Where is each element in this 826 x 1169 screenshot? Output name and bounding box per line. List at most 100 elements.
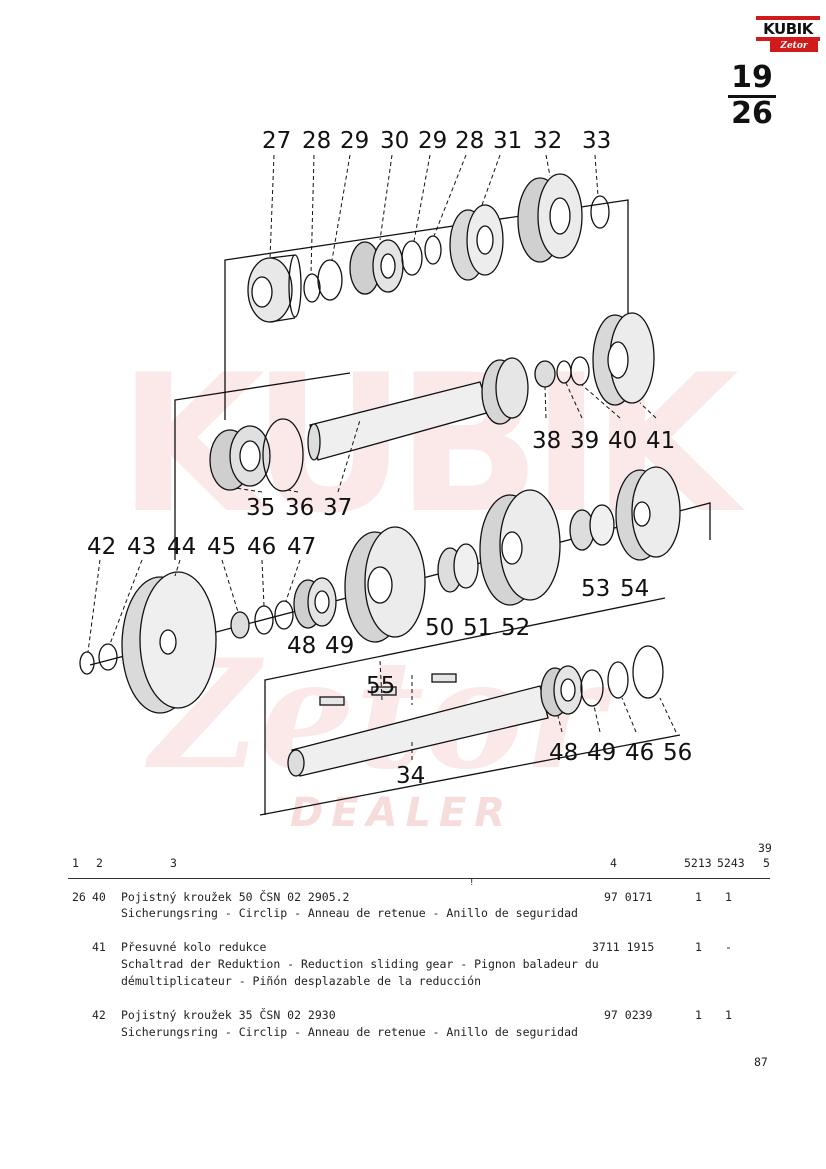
- part-44-gear: [121, 571, 217, 714]
- part-28a: [303, 273, 321, 303]
- row-part-number: 3711 1915: [592, 940, 655, 954]
- row-part-number: 97 0171: [604, 890, 653, 904]
- row-qty-5213: 1: [695, 890, 702, 904]
- logo-brand-text: Zetor: [780, 41, 808, 51]
- part-55-key-c: [431, 673, 457, 683]
- header-col-5243: 5243: [717, 856, 745, 870]
- row-qty-5213: 1: [695, 940, 702, 954]
- part-51-bushing: [437, 543, 479, 593]
- page-number: 87: [754, 1055, 768, 1069]
- callout-51: 51: [463, 615, 492, 641]
- part-55-key-b: [371, 686, 397, 696]
- callout-35: 35: [246, 495, 275, 521]
- header-col-4: 4: [610, 856, 617, 870]
- callout-52: 52: [501, 615, 530, 641]
- part-43: [98, 643, 118, 671]
- callout-31: 31: [493, 128, 522, 154]
- row-desc-cz: Přesuvné kolo redukce: [121, 940, 267, 954]
- part-54-gear: [615, 466, 681, 561]
- frame-upper: [224, 199, 629, 420]
- callout-33: 33: [582, 128, 611, 154]
- callout-53: 53: [581, 576, 610, 602]
- frame-shafts: [174, 372, 351, 560]
- logo-brand: Zetor: [770, 41, 818, 52]
- callout-49b: 49: [587, 740, 616, 766]
- callout-54: 54: [620, 576, 649, 602]
- part-42: [79, 651, 95, 675]
- callout-42: 42: [87, 534, 116, 560]
- header-col-39: 39: [758, 841, 772, 855]
- row-desc-cz: Pojistný kroužek 35 ČSN 02 2930: [121, 1008, 336, 1022]
- part-45: [230, 611, 250, 639]
- part-46a: [254, 605, 274, 635]
- callout-44: 44: [167, 534, 196, 560]
- callout-48: 48: [287, 633, 316, 659]
- header-col-5: 5: [763, 856, 770, 870]
- part-49b: [580, 669, 604, 707]
- logo-mid-bar: [756, 37, 820, 41]
- callout-32: 32: [533, 128, 562, 154]
- callout-50: 50: [425, 615, 454, 641]
- part-35-bearing: [209, 425, 271, 491]
- callout-45: 45: [207, 534, 236, 560]
- part-36-ring: [262, 418, 304, 492]
- header-col-2: 2: [96, 856, 103, 870]
- part-40: [570, 356, 590, 386]
- callout-40: 40: [608, 428, 637, 454]
- callout-30: 30: [380, 128, 409, 154]
- row-col2: 40: [92, 890, 106, 904]
- callout-29b: 29: [418, 128, 447, 154]
- callout-46: 46: [247, 534, 276, 560]
- callout-37: 37: [323, 495, 352, 521]
- callout-43: 43: [127, 534, 156, 560]
- leader-lines: [87, 154, 677, 760]
- row-qty-5243: -: [725, 940, 732, 954]
- row-part-number: 97 0239: [604, 1008, 653, 1022]
- page-code-bottom: 26: [731, 96, 773, 131]
- logo-name: KUBIK: [763, 20, 813, 38]
- callout-56: 56: [663, 740, 692, 766]
- callout-28: 28: [302, 128, 331, 154]
- row-col2: 41: [92, 940, 106, 954]
- page-code: 19 26: [728, 62, 776, 130]
- logo-top-bar: [756, 16, 820, 20]
- page-code-divider: [728, 95, 776, 98]
- callout-34: 34: [396, 763, 425, 789]
- part-50-gear: [344, 526, 426, 643]
- row-desc-multi: Sicherungsring - Circlip - Anneau de ret…: [121, 1025, 578, 1039]
- header-col-5213: 5213: [684, 856, 712, 870]
- row-qty-5243: 1: [725, 1008, 732, 1022]
- part-29b: [401, 240, 423, 276]
- part-39: [556, 360, 572, 384]
- part-33: [590, 195, 610, 229]
- part-41-gear: [592, 312, 655, 406]
- part-29a: [317, 259, 343, 301]
- part-32: [517, 173, 583, 263]
- callout-48b: 48: [549, 740, 578, 766]
- part-31: [449, 204, 504, 281]
- row-qty-5243: 1: [725, 890, 732, 904]
- callout-39: 39: [570, 428, 599, 454]
- part-37-shaft: [307, 357, 529, 461]
- part-27: [247, 254, 302, 323]
- part-34-shaft: [287, 685, 549, 777]
- part-47: [274, 600, 294, 630]
- callout-41: 41: [646, 428, 675, 454]
- callout-49: 49: [325, 633, 354, 659]
- callout-27: 27: [262, 128, 291, 154]
- callout-38: 38: [532, 428, 561, 454]
- stray-mark: !: [469, 878, 475, 888]
- page-code-top: 19: [731, 60, 773, 95]
- callout-46b: 46: [625, 740, 654, 766]
- row-desc-multi: Schaltrad der Reduktion - Reduction slid…: [121, 957, 599, 971]
- row-desc-multi-cont: démultiplicateur - Piñón desplazable de …: [121, 974, 482, 988]
- kubik-zetor-logo: KUBIK Zetor: [756, 16, 820, 58]
- callout-29: 29: [340, 128, 369, 154]
- part-52-gear: [479, 489, 561, 606]
- header-col-1: 1: [72, 856, 79, 870]
- callout-55: 55: [366, 673, 395, 699]
- header-rule: [68, 878, 770, 879]
- part-30: [349, 239, 404, 295]
- row-desc-cz: Pojistný kroužek 50 ČSN 02 2905.2: [121, 890, 350, 904]
- frame-lower: [264, 597, 666, 815]
